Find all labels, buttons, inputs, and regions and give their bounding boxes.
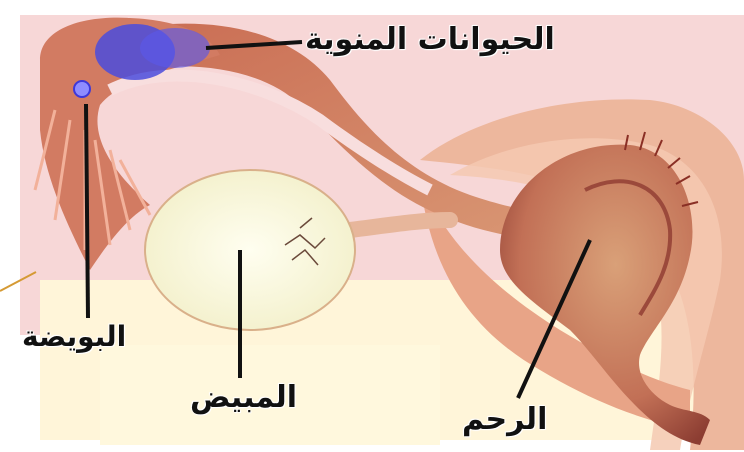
- label-sperm: الحيوانات المنوية: [305, 22, 555, 57]
- label-ovary: المبيض: [190, 380, 297, 415]
- egg-cell: [74, 81, 90, 97]
- ovary: [145, 170, 355, 330]
- sperm-cluster-secondary: [140, 28, 210, 68]
- label-uterus: الرحم: [462, 402, 547, 437]
- label-egg: البويضة: [22, 320, 126, 353]
- pointer-line-egg: [86, 104, 88, 318]
- ovarian-ligament: [350, 220, 450, 230]
